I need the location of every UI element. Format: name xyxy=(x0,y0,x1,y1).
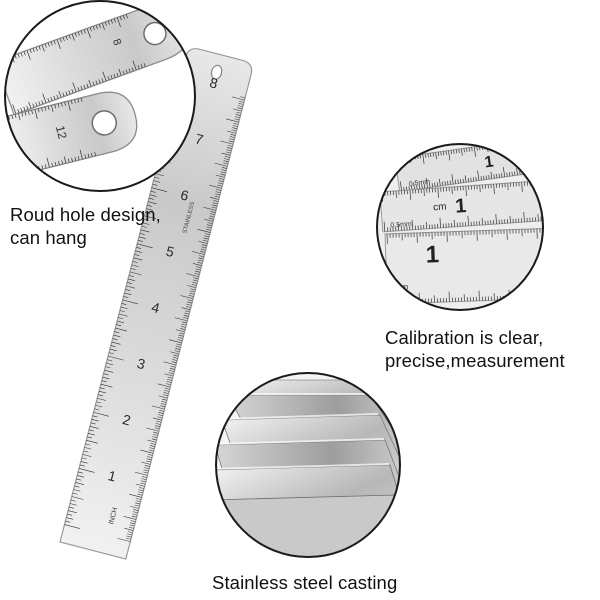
hole-caption-line-2: can hang xyxy=(10,227,87,248)
ruler-inch-numbers: 1 2 3 4 5 6 7 8 xyxy=(106,74,219,485)
calibration-caption-line-1: Calibration is clear, xyxy=(385,327,544,348)
ruler-body xyxy=(59,48,253,560)
hang-hole-icon xyxy=(143,21,167,46)
hang-hole-icon-2 xyxy=(91,110,118,136)
svg-text:1: 1 xyxy=(425,241,439,268)
steel-caption: Stainless steel casting xyxy=(212,571,397,594)
calibration-label-1a: 1 xyxy=(483,153,494,171)
calibration-label-1b: 1 xyxy=(454,195,467,218)
calibration-label-05mm-b: 0.5mm xyxy=(390,221,412,229)
steel-caption-line: Stainless steel casting xyxy=(212,572,398,593)
hole-design-caption: Roud hole design, can hang xyxy=(10,203,161,249)
ruler-hang-hole xyxy=(210,64,223,80)
calibration-detail-circle: 1 0.5mm cm 1 0.5mm 1 mm xyxy=(376,143,544,311)
ruler-inch-number: 5 xyxy=(164,243,176,260)
calibration-caption-line-2: precise,measurement xyxy=(385,350,565,371)
ruler-inch-stamp: INCH xyxy=(108,507,119,525)
ruler-inch-number: 7 xyxy=(193,130,205,147)
calibration-caption: Calibration is clear, precise,measuremen… xyxy=(385,326,565,372)
calibration-label-05mm-a: 0.5mm xyxy=(408,178,430,188)
hole-detail-circle: 8 12 xyxy=(4,0,196,192)
calibration-label-cm: cm xyxy=(433,201,447,213)
hole-caption-line-1: Roud hole design, xyxy=(10,204,161,225)
ruler-inch-number: 3 xyxy=(135,355,147,372)
ruler-inch-number: 6 xyxy=(179,186,191,203)
ruler-inch-number: 8 xyxy=(208,74,220,91)
hole-detail-number-12: 12 xyxy=(53,124,70,141)
hole-detail-number-8: 8 xyxy=(110,37,123,47)
steel-detail-circle xyxy=(215,372,401,558)
ruler-inch-number: 2 xyxy=(121,411,133,428)
ruler-inch-number: 1 xyxy=(106,467,118,484)
ruler-inch-number: 4 xyxy=(150,299,162,316)
